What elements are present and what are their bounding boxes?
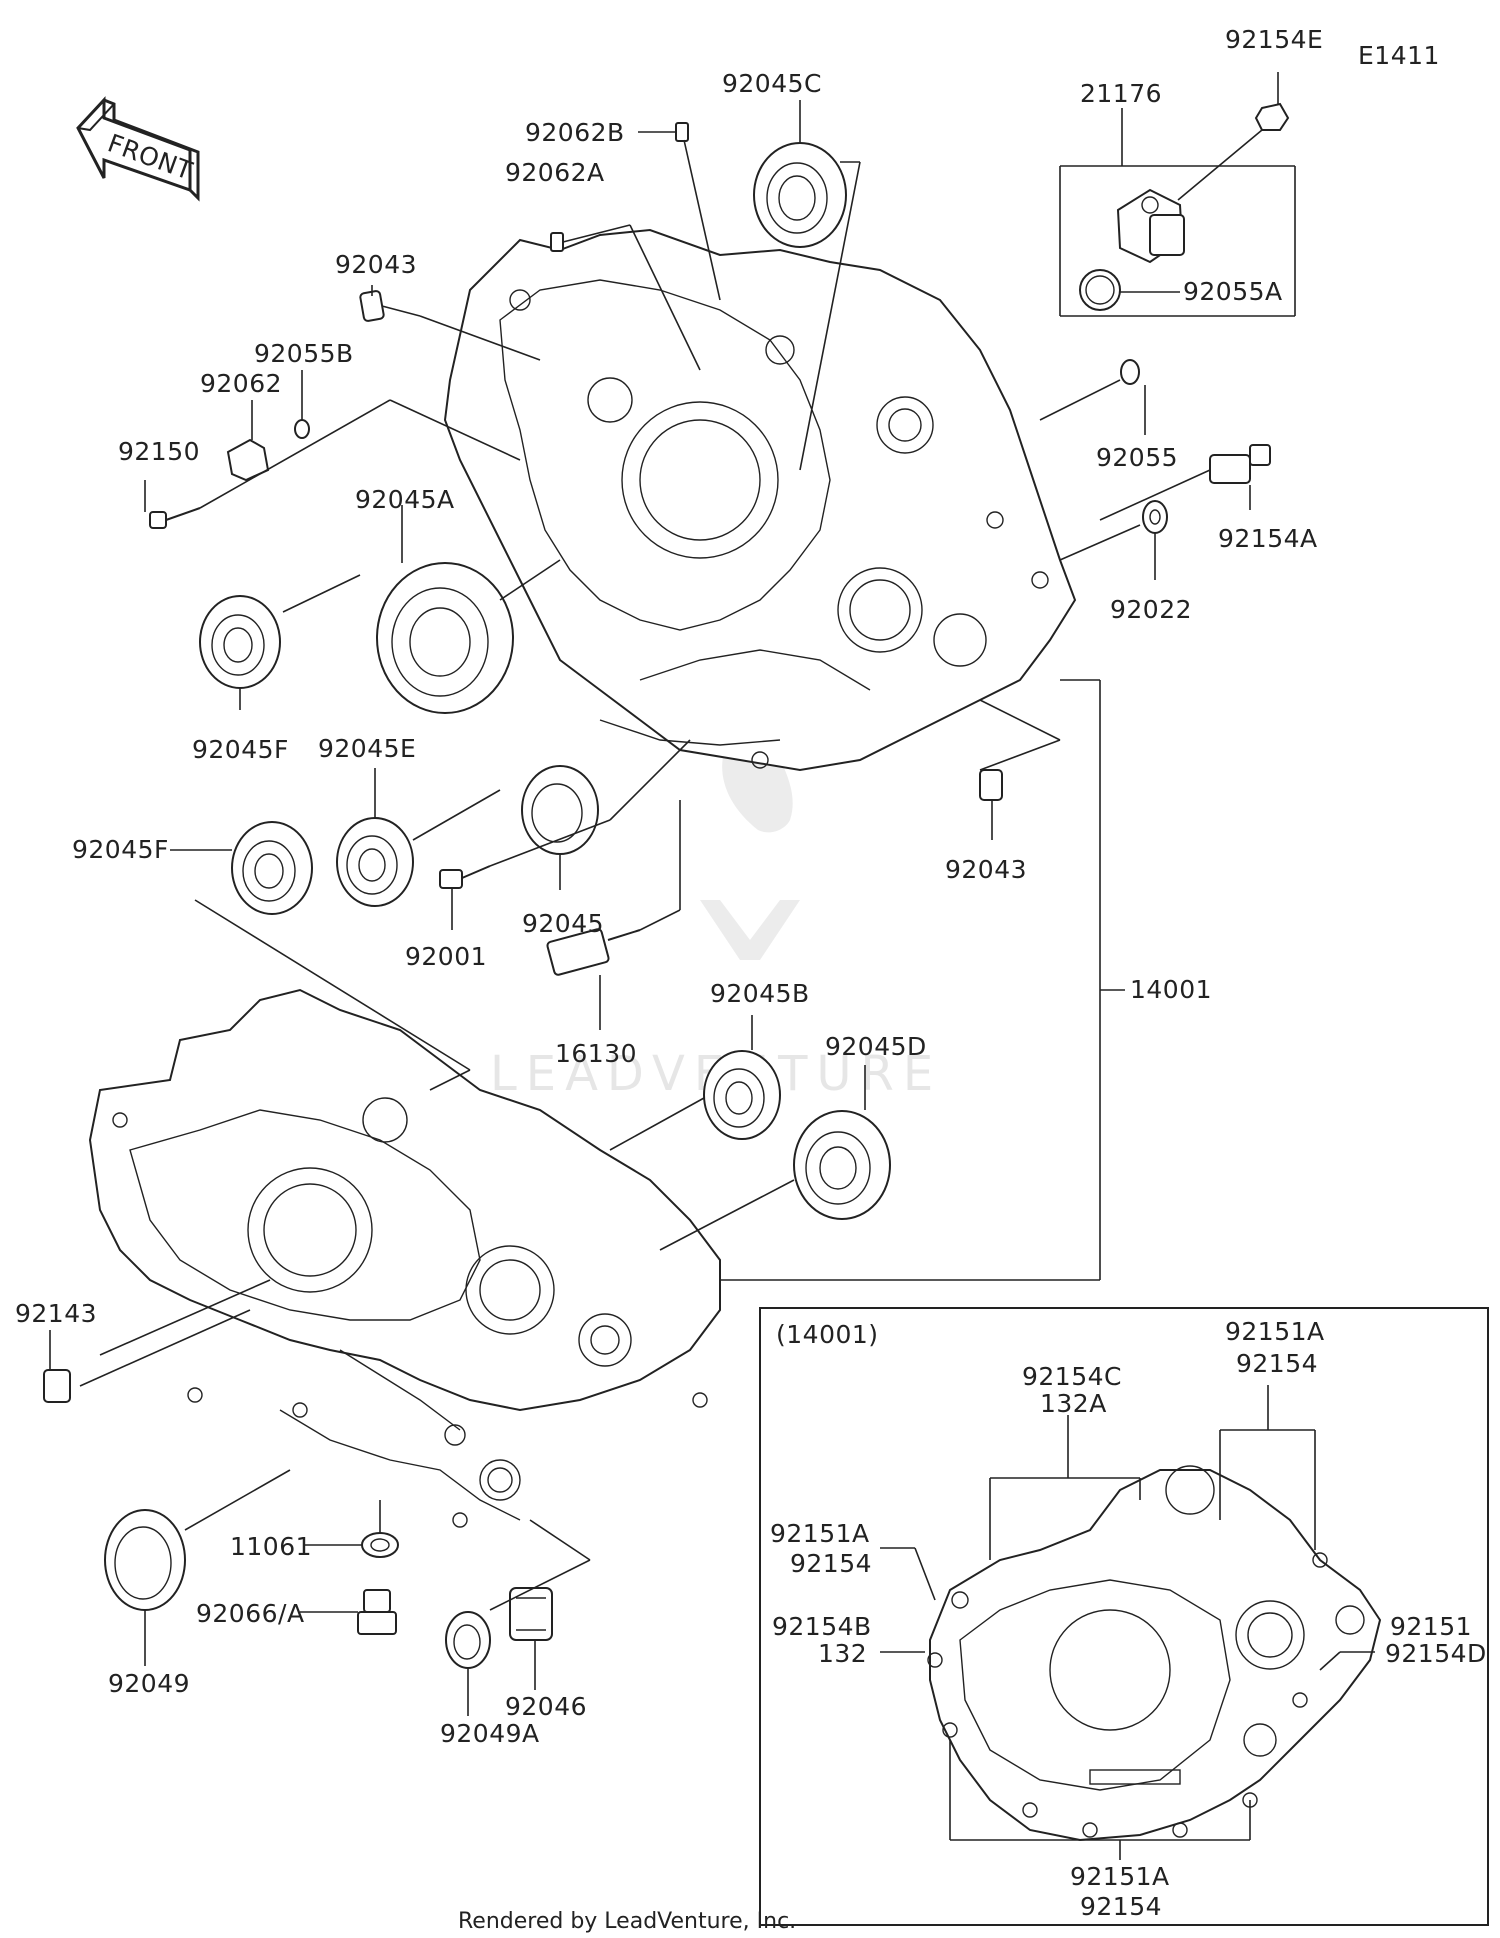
label-16130: 16130 [555, 1039, 637, 1068]
bearing-92045C [753, 142, 847, 248]
bearing-92045E [336, 817, 414, 907]
oil-seal-92049A [445, 1611, 491, 1669]
label-92045: 92045 [522, 909, 604, 938]
inset-14001: (14001) [759, 1307, 1489, 1926]
bearing-92045F-lower [231, 821, 313, 915]
screw-92062B [675, 122, 689, 142]
inset-label-left-1a: 92151A [770, 1519, 870, 1548]
inset-label-top-right-1: 92151A [1225, 1317, 1325, 1346]
inset-label-left-2b: 132 [818, 1639, 867, 1668]
fitting-92154A [1209, 444, 1271, 484]
crankcase-right-half [443, 228, 1077, 772]
oring-92055B [294, 419, 310, 439]
bearing-92045F-upper [199, 595, 281, 689]
label-92055A: 92055A [1183, 277, 1283, 306]
label-92062B: 92062B [525, 118, 625, 147]
inset-label-top-mid-2: 132A [1040, 1389, 1107, 1418]
screw-92062A [550, 232, 564, 252]
inset-label-top-right-2: 92154 [1236, 1349, 1318, 1378]
bolt-92001 [439, 865, 491, 889]
label-92062A: 92062A [505, 158, 605, 187]
oil-seal-92049 [104, 1509, 186, 1611]
inset-title: (14001) [776, 1320, 879, 1349]
drain-plug-92066A [357, 1589, 397, 1635]
label-92043-mid: 92043 [945, 855, 1027, 884]
footer-credit: Rendered by LeadVenture, Inc. [458, 1909, 796, 1934]
oring-92055A [1079, 269, 1121, 311]
label-92049: 92049 [108, 1669, 190, 1698]
label-92001: 92001 [405, 942, 487, 971]
label-92045E: 92045E [318, 734, 416, 763]
label-92150: 92150 [118, 437, 200, 466]
bolt-92154E [1254, 102, 1290, 131]
crankcase-left-half [88, 988, 721, 1528]
label-92043-top: 92043 [335, 250, 417, 279]
inset-label-bottom-1: 92151A [1070, 1862, 1170, 1891]
label-92066A: 92066/A [196, 1599, 305, 1628]
label-92143: 92143 [15, 1299, 97, 1328]
inset-label-left-2a: 92154B [772, 1612, 872, 1641]
bolt-92150 [149, 507, 201, 529]
label-21176: 21176 [1080, 79, 1162, 108]
fitting-16130 [546, 928, 641, 976]
label-92045D: 92045D [825, 1032, 927, 1061]
inset-label-right-2: 92154D [1385, 1639, 1487, 1668]
bearing-92045 [521, 765, 599, 855]
front-direction-arrow: FRONT [76, 96, 200, 202]
inset-label-left-1b: 92154 [790, 1549, 872, 1578]
label-92022: 92022 [1110, 595, 1192, 624]
label-92055B: 92055B [254, 339, 354, 368]
inset-label-top-mid-1: 92154C [1022, 1362, 1122, 1391]
sensor-21176 [1116, 188, 1185, 264]
washer-92022 [1142, 500, 1168, 534]
label-92045F-upper: 92045F [192, 735, 289, 764]
gasket-11061 [361, 1532, 399, 1558]
fitting-92062 [226, 438, 270, 482]
bearing-92045D [793, 1110, 891, 1220]
bearing-92045B [703, 1050, 781, 1140]
inset-label-right-1: 92151 [1390, 1612, 1472, 1641]
part-labels: 92154E 21176 92045C 92062B 92062A 92043 … [15, 25, 1323, 1748]
inset-label-bottom-2: 92154 [1080, 1892, 1162, 1921]
label-92062: 92062 [200, 369, 282, 398]
label-92045A: 92045A [355, 485, 455, 514]
label-92055: 92055 [1096, 443, 1178, 472]
dowel-92043-mid [979, 769, 1003, 801]
needle-bearing-92046 [509, 1587, 553, 1641]
washer-92055 [1120, 359, 1140, 385]
label-92046: 92046 [505, 1692, 587, 1721]
label-92045F-lower: 92045F [72, 835, 169, 864]
leader-lines [49, 72, 1296, 1716]
label-92154E: 92154E [1225, 25, 1323, 54]
label-92045C: 92045C [722, 69, 822, 98]
label-92154A: 92154A [1218, 524, 1318, 553]
diagram-code: E1411 [1358, 41, 1440, 70]
collar-92143 [43, 1369, 71, 1403]
label-92049A: 92049A [440, 1719, 540, 1748]
label-92045B: 92045B [710, 979, 810, 1008]
dowel-92043-top [359, 290, 385, 322]
label-11061: 11061 [230, 1532, 312, 1561]
label-14001: 14001 [1130, 975, 1212, 1004]
bearing-92045A [376, 562, 514, 714]
